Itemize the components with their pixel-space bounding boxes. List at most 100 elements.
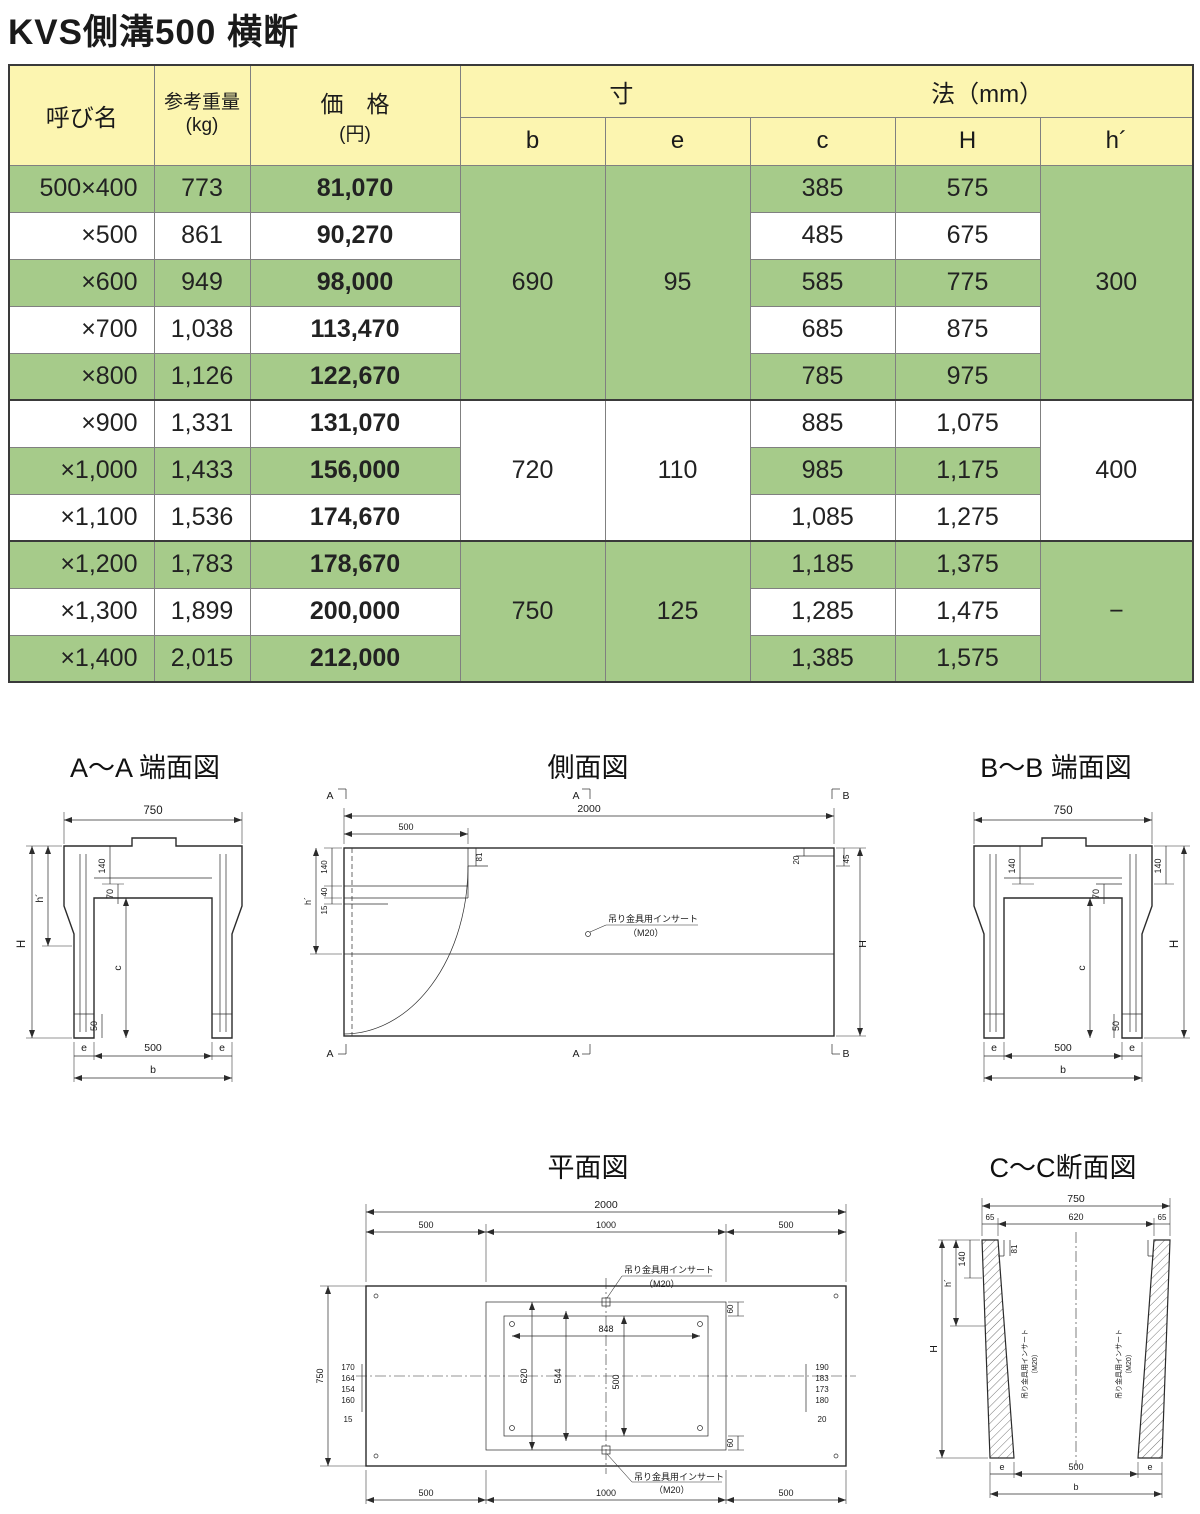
- cell-name: 500×400: [8, 164, 155, 213]
- dim-label: 140: [1007, 858, 1017, 873]
- dim-label: 500: [144, 1042, 162, 1054]
- dim-label: 154: [341, 1385, 355, 1394]
- dim-label: b: [150, 1064, 156, 1076]
- insert-label: 吊り金具用インサート: [634, 1471, 724, 1482]
- col-header-c: c: [749, 116, 896, 166]
- dim-label: 50: [1111, 1021, 1121, 1031]
- weight-header-line1: 参考重量: [163, 92, 240, 114]
- spec-table: 呼び名 参考重量 (kg) 価 格 (円) 寸 法（mm） b e c H h´: [8, 64, 1195, 683]
- dim-label: 160: [341, 1396, 355, 1405]
- dim-label: 180: [815, 1396, 829, 1405]
- cell-h-group-0: 300: [1039, 164, 1194, 401]
- aa-outline: [63, 837, 243, 1039]
- table-row: ×1,200 1,783 178,670 750 125 1,185 1,375…: [8, 540, 1194, 683]
- col-header-e: e: [604, 116, 751, 166]
- weight-header-line2: (kg): [185, 115, 219, 137]
- dim-label: 1000: [596, 1488, 616, 1498]
- table-row: ×1,300 1,899 200,000 1,285 1,475: [8, 587, 1193, 636]
- dim-label: 60: [726, 1438, 735, 1447]
- cell-c: 585: [749, 258, 896, 307]
- plan-dimensions: 2000 500 1000 500 848 620 544 500 60 60 …: [315, 1199, 847, 1504]
- dim-label: 140: [957, 1251, 967, 1266]
- cell-weight: 1,899: [153, 587, 251, 636]
- cell-b-group-0: 690: [459, 164, 606, 401]
- cell-price: 113,470: [249, 305, 461, 354]
- cell-c: 985: [749, 446, 896, 495]
- cell-H: 1,475: [894, 587, 1041, 636]
- section-marker: A: [572, 1048, 579, 1060]
- dim-label: 140: [97, 858, 107, 873]
- cell-weight: 1,536: [153, 493, 251, 542]
- dim-label: 65: [986, 1213, 995, 1222]
- insert-label: 吊り金具用インサート: [1114, 1329, 1123, 1399]
- table-row: ×900 1,331 131,070 720 110 885 1,075 400: [8, 399, 1194, 542]
- cell-name: ×1,100: [8, 493, 155, 542]
- dim-label: 60: [726, 1304, 735, 1313]
- aa-end-view-title: A〜A 端面図: [69, 753, 221, 783]
- dim-label: 81: [1010, 1244, 1019, 1253]
- side-outline: [343, 847, 835, 1037]
- dim-label: 620: [519, 1368, 529, 1383]
- cell-price: 131,070: [249, 399, 461, 448]
- col-header-b: b: [459, 116, 606, 166]
- cell-price: 156,000: [249, 446, 461, 495]
- cc-section-view-drawing: 750 65 620 65 81 140 h´ H 吊り金具用インサート （M2…: [928, 1193, 1171, 1498]
- bb-end-view-drawing: 750 140 140 70 c 50 H e 500 e: [973, 805, 1190, 1082]
- dim-label: 45: [842, 854, 851, 863]
- dim-label: 500: [1068, 1462, 1083, 1472]
- dim-label: 500: [611, 1374, 621, 1389]
- aa-end-view-drawing: 750 H h´ 140 70 c 50 e 500 e b: [16, 805, 243, 1082]
- cell-c: 1,285: [749, 587, 896, 636]
- cell-H: 575: [894, 164, 1041, 213]
- insert-label: （M20）: [1031, 1350, 1039, 1378]
- cell-c: 685: [749, 305, 896, 354]
- cell-name: ×500: [8, 211, 155, 260]
- aa-end-view: A〜A 端面図 750 H h´ 140 70: [6, 746, 284, 1126]
- dim-label: h´: [303, 897, 313, 905]
- dim-label: 1000: [596, 1220, 616, 1230]
- cc-section-view: C〜C断面図 750 65 620 65: [928, 1146, 1196, 1511]
- bb-end-view: B〜B 端面図 750 140 140 70 c: [916, 746, 1196, 1126]
- dim-label: 183: [815, 1374, 829, 1383]
- insert-label: 吊り金具用インサート: [608, 913, 698, 924]
- cell-name: ×600: [8, 258, 155, 307]
- dim-label: 173: [815, 1385, 829, 1394]
- cell-price: 98,000: [249, 258, 461, 307]
- cell-H: 1,175: [894, 446, 1041, 495]
- dim-label: e: [991, 1042, 997, 1054]
- cell-weight: 773: [153, 164, 251, 213]
- section-marker: A: [326, 1048, 333, 1060]
- dim-label: e: [81, 1042, 87, 1054]
- dim-label: e: [1129, 1042, 1135, 1054]
- insert-label: （M20）: [628, 928, 664, 938]
- cell-name: ×800: [8, 352, 155, 401]
- cell-weight: 1,783: [153, 540, 251, 589]
- table-row: ×1,100 1,536 174,670 1,085 1,275: [8, 493, 1193, 542]
- dim-label: H: [930, 1345, 940, 1353]
- cell-b-group-1: 720: [459, 399, 606, 542]
- dim-label: 140: [320, 860, 329, 874]
- cell-weight: 949: [153, 258, 251, 307]
- price-header-line2: (円): [339, 123, 371, 145]
- side-view: 側面図 A A B 2000 5: [288, 746, 888, 1091]
- dim-label: h´: [943, 1279, 953, 1287]
- dim-label: 750: [143, 805, 162, 817]
- cell-H: 675: [894, 211, 1041, 260]
- cell-price: 90,270: [249, 211, 461, 260]
- col-header-weight: 参考重量 (kg): [153, 64, 251, 166]
- insert-label: （M20）: [654, 1485, 690, 1495]
- table-row: ×800 1,126 122,670 785 975: [8, 352, 1193, 401]
- cell-price: 212,000: [249, 634, 461, 683]
- cell-H: 1,375: [894, 540, 1041, 589]
- bb-end-view-title: B〜B 端面図: [980, 753, 1132, 783]
- cell-price: 174,670: [249, 493, 461, 542]
- cell-name: ×700: [8, 305, 155, 354]
- dim-label: 750: [1067, 1193, 1085, 1205]
- plan-view: 平面図 2000 500 1000 500: [288, 1146, 888, 1511]
- dim-label: 40: [320, 887, 329, 896]
- dim-label: 750: [1053, 805, 1072, 817]
- dim-header-right: 法（mm）: [931, 80, 1044, 108]
- table-row: ×500 861 90,270 485 675: [8, 211, 1193, 260]
- cc-dimensions: 750 65 620 65 81 140 h´ H 吊り金具用インサート （M2…: [928, 1193, 1171, 1498]
- dim-label: e: [219, 1042, 225, 1054]
